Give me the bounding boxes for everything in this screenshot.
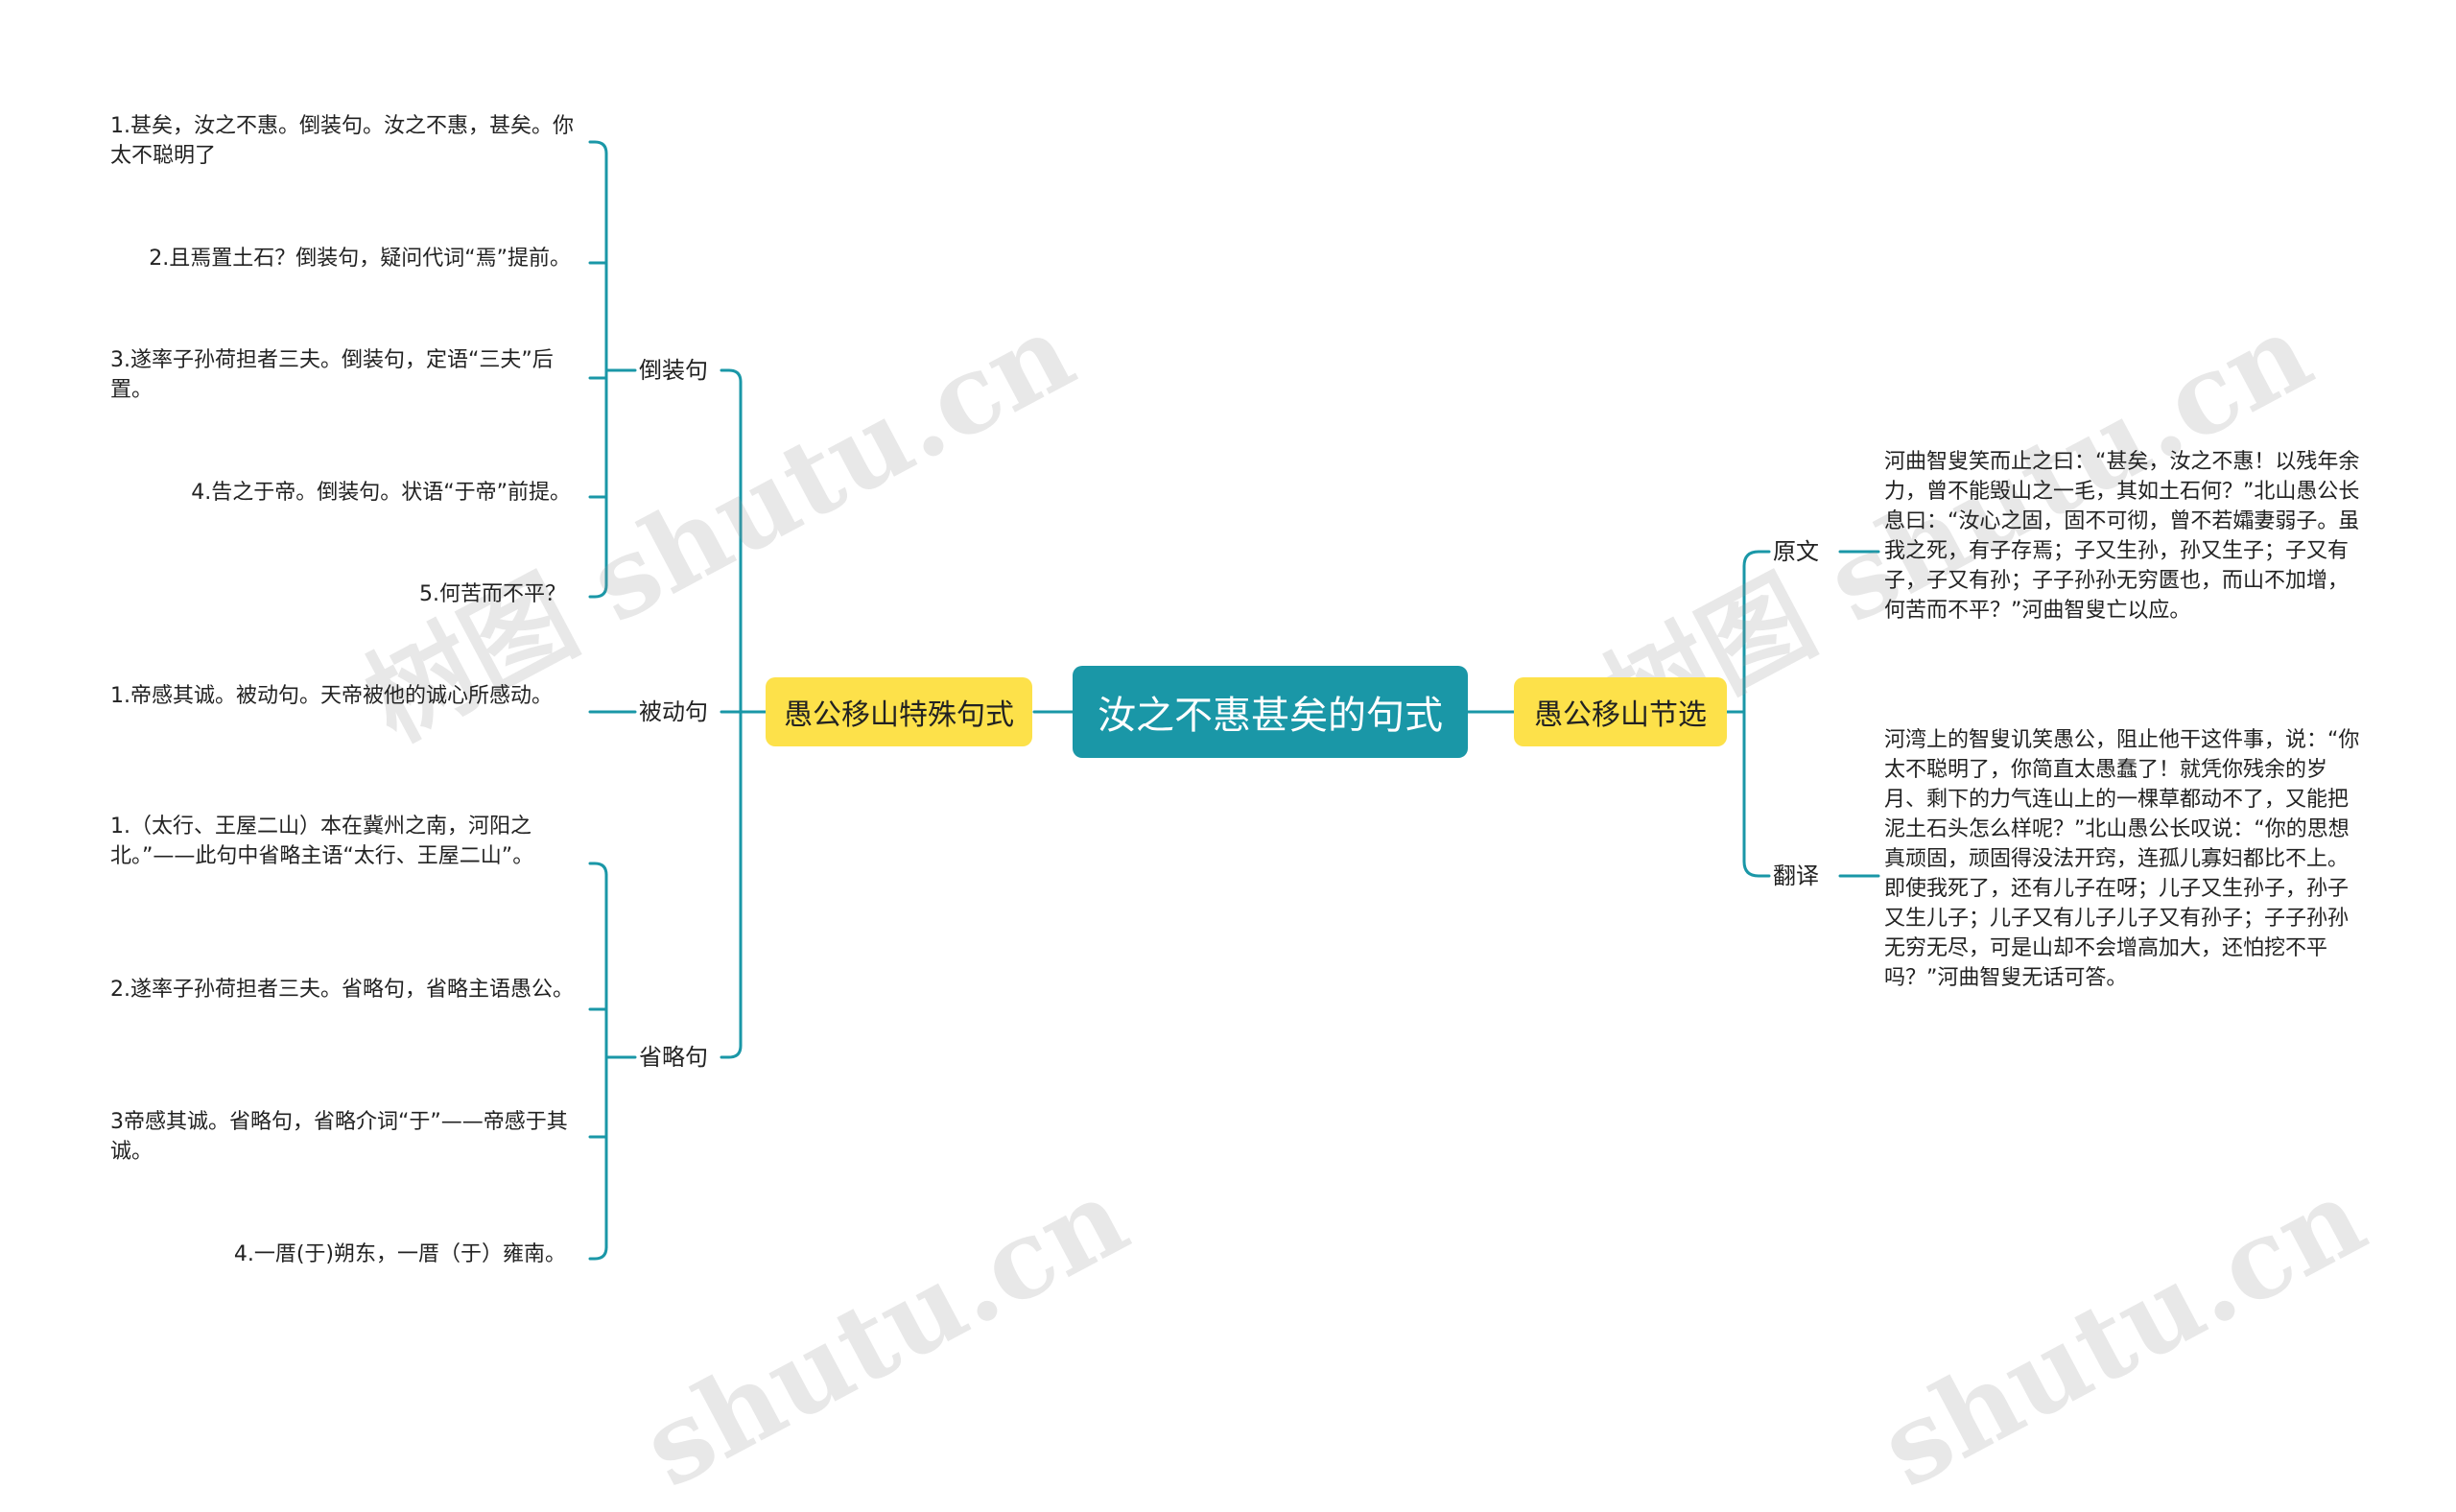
group-label-original[interactable]: 原文 [1773, 538, 1819, 565]
leaf-omission-4: 4.一厝(于)朔东，一厝（于）雍南。 [233, 1242, 566, 1266]
group-label-inversion[interactable]: 倒装句 [639, 357, 708, 384]
leaf-inversion-5: 5.何苦而不平？ [419, 582, 566, 606]
leaf-inversion-1: 1.甚矣，汝之不惠。倒装句。汝之不惠，甚矣。你太不聪明了 [110, 114, 574, 168]
connector-lines [588, 140, 1880, 1261]
mind-map-canvas: 树图 shutu.cn 树图 shutu.cn shutu.cn shutu.c… [110, 114, 2384, 1512]
leaf-omission-3: 3帝感其诚。省略句，省略介词“于”——帝感于其诚。 [110, 1110, 568, 1164]
root-node[interactable]: 汝之不惠甚矣的句式 [1073, 666, 1468, 758]
group-label-passive[interactable]: 被动句 [639, 698, 708, 725]
group-label-translation[interactable]: 翻译 [1773, 862, 1819, 889]
left-main-node[interactable]: 愚公移山特殊句式 [766, 677, 1032, 746]
leaf-inversion-2: 2.且焉置土石？倒装句，疑问代词“焉”提前。 [149, 247, 571, 271]
leaf-inversion-3: 3.遂率子孙荷担者三夫。倒装句，定语“三夫”后置。 [110, 348, 554, 402]
leaf-original-text: 河曲智叟笑而止之曰：“甚矣，汝之不惠！以残年余力，曾不能毁山之一毛，其如土石何？… [1884, 450, 2360, 623]
leaf-omission-2: 2.遂率子孙荷担者三夫。省略句，省略主语愚公。 [110, 978, 574, 1002]
leaf-passive-1: 1.帝感其诚。被动句。天帝被他的诚心所感动。 [110, 684, 553, 708]
right-main-node[interactable]: 愚公移山节选 [1514, 677, 1727, 746]
group-label-omission[interactable]: 省略句 [639, 1044, 708, 1071]
leaf-translation-text: 河湾上的智叟讥笑愚公，阻止他干这件事，说：“你太不聪明了，你简直太愚蠢了！就凭你… [1884, 728, 2360, 990]
leaf-omission-1: 1.（太行、王屋二山）本在冀州之南，河阳之北。”——此句中省略主语“太行、王屋二… [110, 815, 534, 868]
leaf-inversion-4: 4.告之于帝。倒装句。状语“于帝”前提。 [191, 481, 571, 505]
